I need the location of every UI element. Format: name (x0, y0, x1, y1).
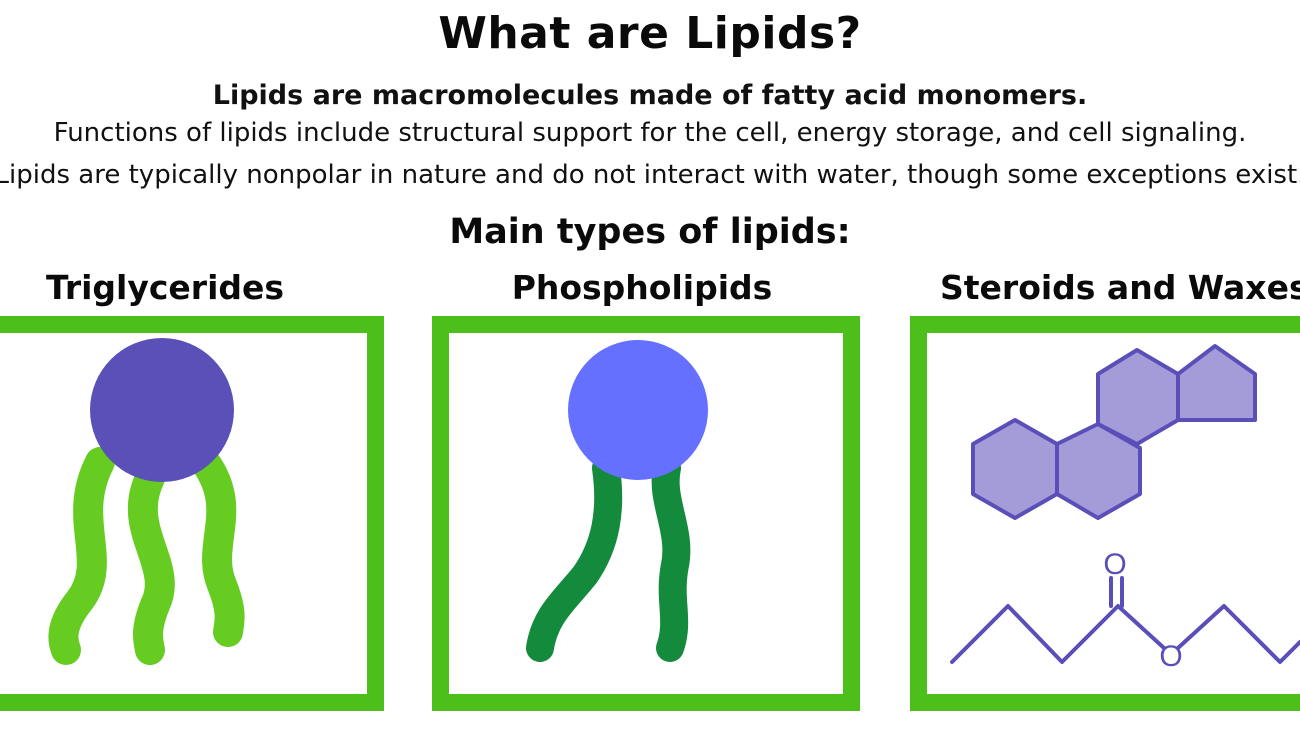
phospholipid-tail (651, 454, 691, 662)
functions-sentence: Functions of lipids include structural s… (53, 118, 1247, 148)
steroid-ring-structure (971, 344, 1257, 520)
steroids-waxes-panel (910, 316, 1300, 711)
wax-carbon-chain (950, 604, 1166, 664)
phospholipids-panel (432, 316, 860, 711)
triglyceride-tail (127, 463, 175, 665)
triglyceride-head (90, 338, 234, 482)
polarity-sentence: Lipids are typically nonpolar in nature … (0, 160, 1300, 190)
carbonyl-oxygen-symbol: O (1103, 548, 1126, 581)
triglyceride-tail (190, 447, 245, 647)
steroid-ring (971, 418, 1059, 520)
lead-sentence: Lipids are macromolecules made of fatty … (212, 80, 1088, 111)
steroid-ring (1096, 348, 1180, 446)
phospholipids-label: Phospholipids (511, 268, 773, 307)
types-heading: Main types of lipids: (449, 212, 851, 252)
page-title: What are Lipids? (438, 8, 862, 59)
phospholipid-molecule (526, 340, 708, 662)
ester-oxygen-symbol: O (1159, 640, 1182, 673)
steroid-ring (1176, 344, 1257, 422)
wax-ester-chain (950, 576, 1300, 664)
steroids-waxes-label: Steroids and Waxes (940, 268, 1300, 307)
steroid-ring (1055, 422, 1142, 520)
triglyceride-molecule (48, 338, 245, 665)
wax-carbon-chain (1176, 604, 1300, 664)
triglyceride-tail (48, 447, 115, 665)
triglycerides-panel (0, 316, 384, 711)
triglycerides-label: Triglycerides (45, 268, 285, 307)
phospholipid-head (568, 340, 708, 480)
phospholipid-tail (526, 454, 623, 662)
